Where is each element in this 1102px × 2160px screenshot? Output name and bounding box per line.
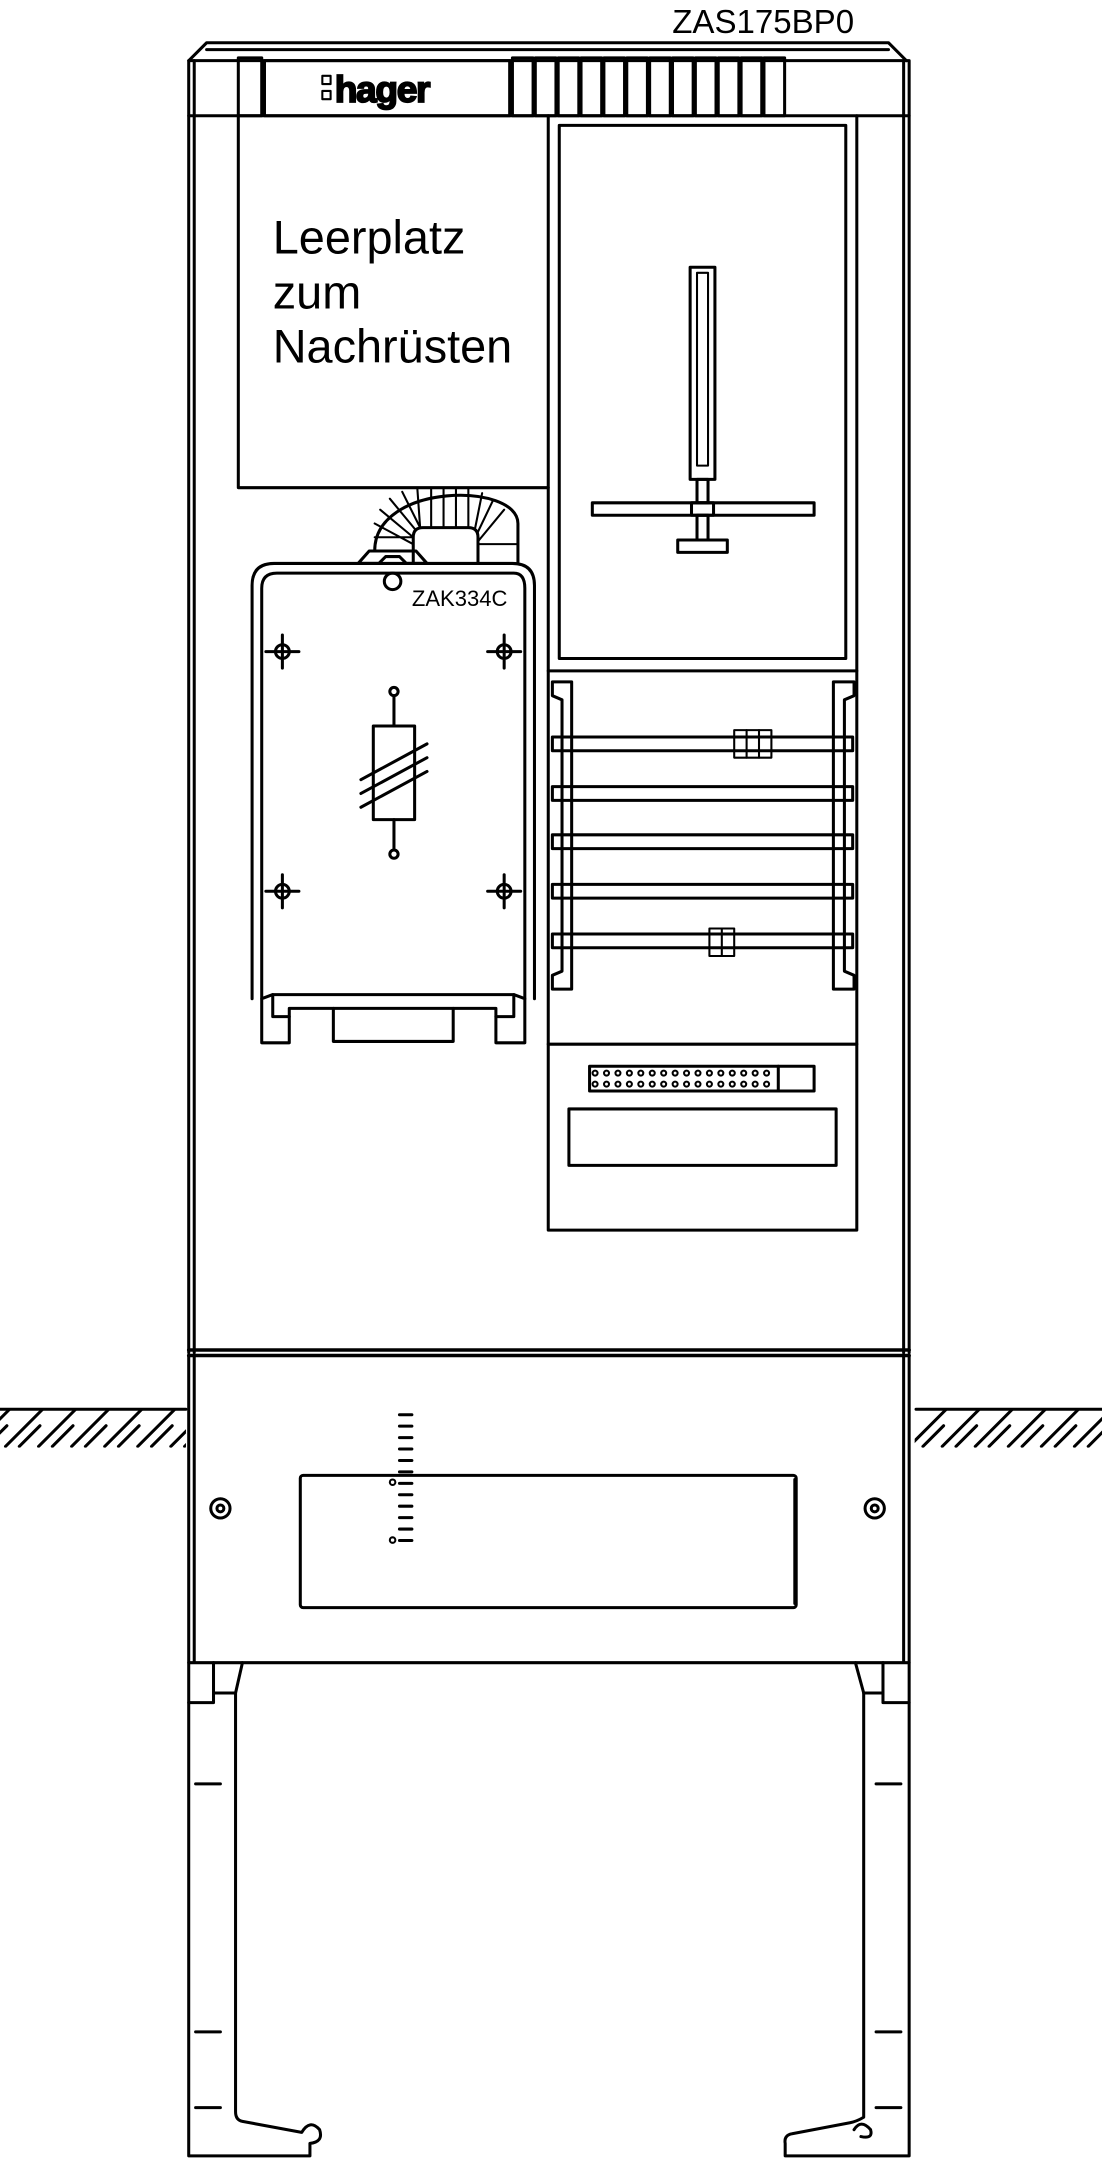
terminal xyxy=(740,1080,748,1088)
terminal xyxy=(625,1080,633,1088)
terminal xyxy=(671,1069,679,1077)
cap-rib xyxy=(510,56,535,118)
meter-panel xyxy=(546,114,859,1232)
terminal xyxy=(591,1069,599,1077)
cap-rib xyxy=(739,56,764,118)
plinth xyxy=(187,1353,911,1665)
cap-rib xyxy=(693,56,718,118)
terminal xyxy=(705,1080,713,1088)
busbar xyxy=(550,882,855,900)
busbar xyxy=(550,785,855,802)
terminal xyxy=(728,1069,736,1077)
busbar xyxy=(550,735,855,753)
scale-marker xyxy=(388,1478,397,1487)
terminal xyxy=(603,1069,611,1077)
terminal xyxy=(717,1069,725,1077)
screw-cross-icon xyxy=(486,873,523,910)
terminal xyxy=(637,1080,645,1088)
cap-rib xyxy=(625,56,649,118)
screw-cross-icon xyxy=(264,633,301,670)
ground-hatch xyxy=(0,1407,1102,1448)
terminal xyxy=(591,1080,599,1088)
terminal xyxy=(625,1069,633,1077)
terminal xyxy=(694,1080,702,1088)
terminal xyxy=(660,1080,668,1088)
empty-slot-label-line2: zum xyxy=(273,267,361,319)
terminal xyxy=(603,1080,611,1088)
cap-rib xyxy=(579,56,604,118)
terminal xyxy=(648,1069,656,1077)
terminal xyxy=(740,1069,748,1077)
terminal xyxy=(637,1069,645,1077)
cap-rib xyxy=(556,56,581,118)
terminal xyxy=(660,1069,668,1077)
cap-rib xyxy=(716,56,741,118)
empty-slot-label-line1: Leerplatz xyxy=(273,212,466,264)
terminal xyxy=(648,1080,656,1088)
screw-cross-icon xyxy=(486,633,523,670)
model-label: ZAS175BP0 xyxy=(672,4,854,41)
terminal xyxy=(728,1080,736,1088)
scale-marker xyxy=(388,1536,397,1544)
legs xyxy=(187,1661,911,2158)
terminal xyxy=(705,1069,713,1077)
cap-rib xyxy=(762,56,787,118)
hatch-lines xyxy=(0,1409,1102,1448)
hager-logo: hager xyxy=(335,68,430,110)
screw-cross-icon xyxy=(264,873,301,910)
terminal xyxy=(751,1080,759,1088)
terminal xyxy=(694,1069,702,1077)
terminal xyxy=(614,1080,622,1088)
cap-rib xyxy=(648,56,672,118)
cap-rib xyxy=(670,56,695,118)
terminal xyxy=(614,1069,622,1077)
terminal xyxy=(717,1080,725,1088)
terminal xyxy=(671,1080,679,1088)
module-label: ZAK334C xyxy=(412,586,508,611)
busbar xyxy=(550,932,855,950)
empty-slot-panel: Leerplatz zum Nachrüsten xyxy=(236,114,550,490)
terminal xyxy=(751,1069,759,1077)
cap-rib xyxy=(533,56,558,118)
terminal xyxy=(683,1080,691,1088)
cap-rib xyxy=(602,56,627,118)
terminal xyxy=(683,1069,691,1077)
top-cap: hager xyxy=(187,41,911,118)
terminal xyxy=(763,1080,771,1088)
cabinet-body xyxy=(186,114,911,1358)
terminal xyxy=(763,1069,771,1077)
zak-module: ZAK334C xyxy=(250,486,536,1045)
empty-slot-label-line3: Nachrüsten xyxy=(273,320,512,372)
busbar xyxy=(550,833,855,851)
